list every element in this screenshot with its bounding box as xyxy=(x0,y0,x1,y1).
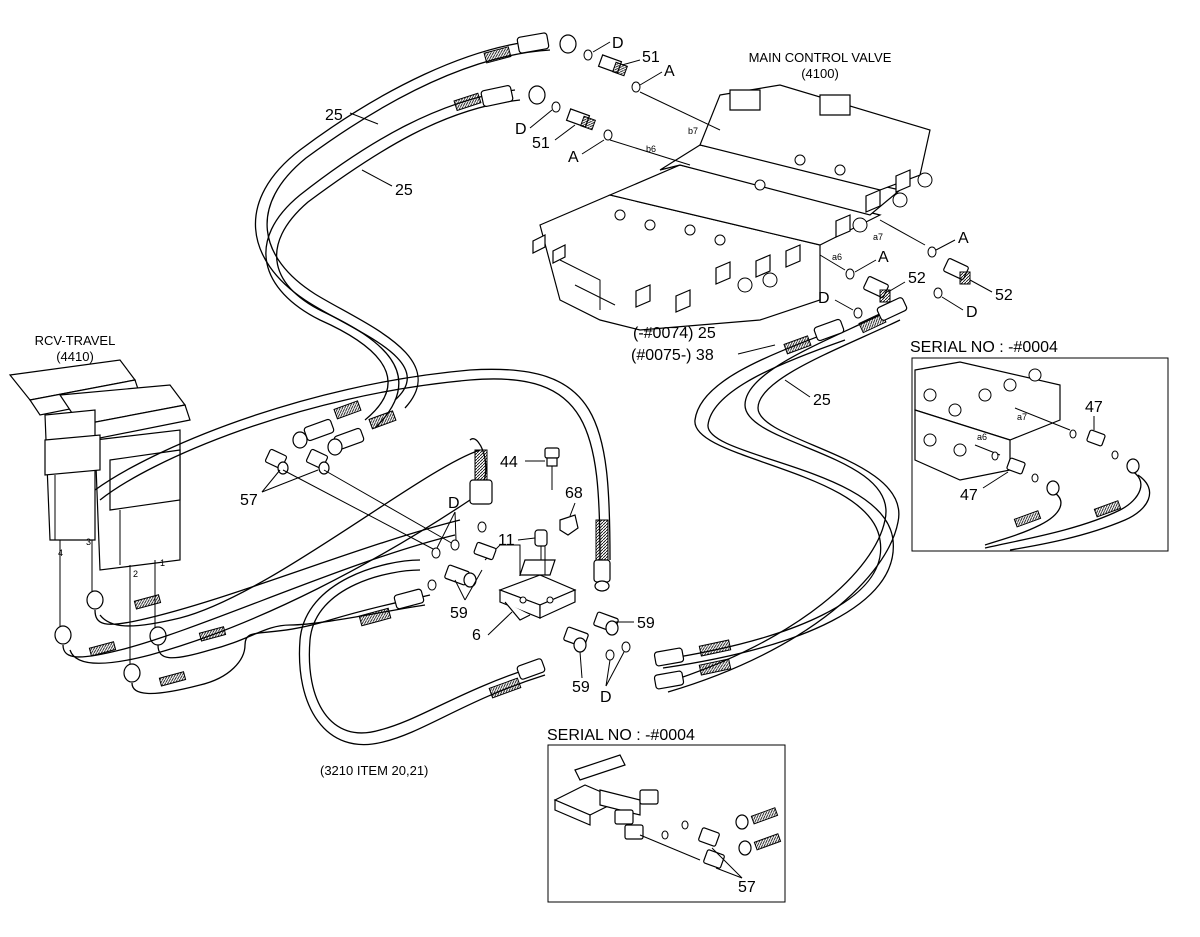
fitting-51-upper xyxy=(597,54,628,77)
callout-d-3: D xyxy=(818,290,830,307)
hose-fitting-icon xyxy=(54,625,72,645)
serial-no-right-title: SERIAL NO : -#0004 xyxy=(910,339,1058,356)
rcv-code: (4410) xyxy=(56,349,94,364)
o-ring-icon xyxy=(845,268,855,280)
callout-6: 6 xyxy=(472,627,481,644)
port-label-a6: a6 xyxy=(832,252,842,262)
callout-d-2: D xyxy=(515,121,527,138)
callout-47-b: 47 xyxy=(960,487,978,504)
hose-pedal-to-manifold xyxy=(62,438,493,695)
o-ring-icon xyxy=(605,649,615,661)
callout-d-4: D xyxy=(966,304,978,321)
callout-25-c: 25 xyxy=(813,392,831,409)
callout-d-5: D xyxy=(448,495,460,512)
callout-57-a: 57 xyxy=(240,492,258,509)
hose-fitting-icon xyxy=(86,590,104,610)
tee-fitting-59-c xyxy=(593,611,619,636)
o-ring-icon xyxy=(933,287,943,299)
callout-a-2: A xyxy=(568,149,579,166)
inset-manifold-icon xyxy=(553,754,782,869)
rcv-title: RCV-TRAVEL xyxy=(35,333,116,348)
elbow-fitting-52-right xyxy=(943,258,971,285)
o-ring-icon xyxy=(450,539,460,551)
pedal-port-2: 2 xyxy=(133,569,138,579)
callout-47-a: 47 xyxy=(1085,399,1103,416)
tee-fitting-59-d xyxy=(563,626,589,653)
fitting-51-lower xyxy=(565,108,596,131)
callout-52-a: 52 xyxy=(908,270,926,287)
callout-d-6: D xyxy=(600,689,612,706)
plug-68-icon xyxy=(559,514,579,536)
o-ring-icon xyxy=(477,521,487,533)
elbow-fitting-52-left xyxy=(863,276,891,303)
main-control-valve-icon xyxy=(532,84,933,331)
hose-fitting-icon xyxy=(123,663,141,683)
manifold-block-icon xyxy=(498,559,577,621)
port-label-b6: b6 xyxy=(646,144,656,154)
o-ring-icon xyxy=(583,49,593,61)
port-label-a7: a7 xyxy=(873,232,883,242)
bolt-44-icon xyxy=(544,447,560,490)
inset-port-a6: a6 xyxy=(977,432,987,442)
callout-59-a: 59 xyxy=(450,605,468,622)
tee-fitting-59-a xyxy=(444,564,477,588)
main-valve-title: MAIN CONTROL VALVE xyxy=(749,50,892,65)
o-ring-icon xyxy=(431,547,441,559)
hose-25-right-pair xyxy=(653,297,908,693)
callout-52-b: 52 xyxy=(995,287,1013,304)
o-ring-icon xyxy=(603,129,613,141)
hose-loop-to-boom xyxy=(94,368,611,746)
callout-25-a: 25 xyxy=(325,107,343,124)
o-ring-icon xyxy=(621,641,631,653)
o-ring-icon xyxy=(631,81,641,93)
callout-51-a: 51 xyxy=(642,49,660,66)
callout-a-4: A xyxy=(878,249,889,266)
serial-no-bottom-title: SERIAL NO : -#0004 xyxy=(547,727,695,744)
serial-range-1: (-#0074) 25 xyxy=(633,325,716,342)
callout-d-1: D xyxy=(612,35,624,52)
tee-fitting-59-b xyxy=(473,541,497,561)
callout-68: 68 xyxy=(565,485,583,502)
port-label-b7: b7 xyxy=(688,126,698,136)
inset-port-a7: a7 xyxy=(1017,412,1027,422)
hose-25-upper-pair xyxy=(254,32,577,456)
callout-59-c: 59 xyxy=(572,679,590,696)
callout-59-b: 59 xyxy=(637,615,655,632)
main-valve-code: (4100) xyxy=(801,66,839,81)
pedal-port-1: 1 xyxy=(160,558,165,568)
o-ring-icon xyxy=(551,101,561,113)
o-ring-icon xyxy=(927,246,937,258)
pedal-port-4: 4 xyxy=(58,548,63,558)
hose-reference-3210: (3210 ITEM 20,21) xyxy=(320,763,428,778)
elbow-fitting-57-a xyxy=(264,448,289,475)
callout-25-b: 25 xyxy=(395,182,413,199)
callout-57-b: 57 xyxy=(738,879,756,896)
callout-a-3: A xyxy=(958,230,969,247)
callout-44: 44 xyxy=(500,454,518,471)
hose-fitting-icon xyxy=(149,626,167,646)
serial-range-2: (#0075-) 38 xyxy=(631,347,714,364)
pedal-port-3: 3 xyxy=(86,537,91,547)
callout-11: 11 xyxy=(498,532,515,549)
callout-51-b: 51 xyxy=(532,135,550,152)
callout-a-1: A xyxy=(664,63,675,80)
o-ring-icon xyxy=(853,307,863,319)
inset-valve-icon xyxy=(914,361,1151,551)
rcv-travel-pedal-icon xyxy=(8,359,191,668)
o-ring-icon xyxy=(427,579,437,591)
